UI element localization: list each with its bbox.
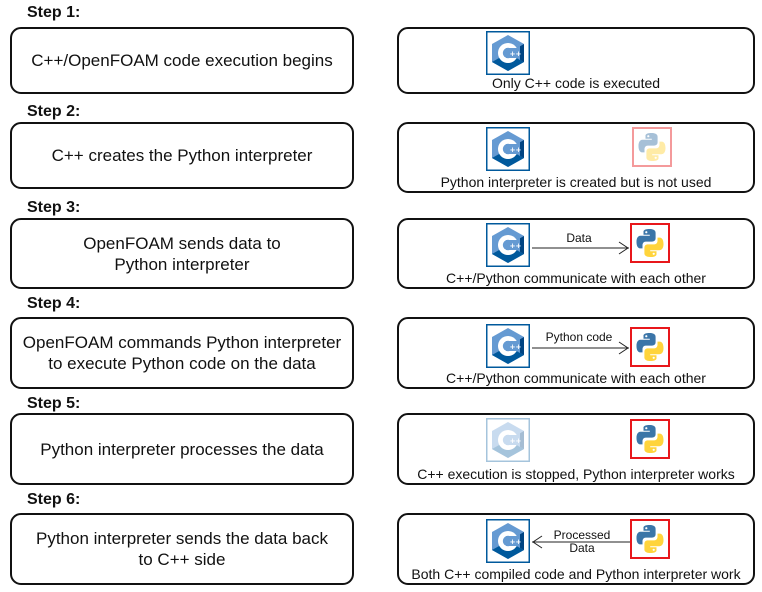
step-2-illustration-box: ++ Python interpreter is created but is … <box>397 122 755 193</box>
step-6-label: Step 6: <box>27 491 81 508</box>
step-3-caption: C++/Python communicate with each other <box>446 270 706 286</box>
step-4-arrow-label: Python code <box>545 330 613 344</box>
step-4-caption: C++/Python communicate with each other <box>446 370 706 386</box>
python-logo-icon <box>630 419 670 459</box>
step-3-description-line-1: OpenFOAM sends data to <box>83 233 281 253</box>
step-6-arrow-label-line-1: Processed <box>553 528 611 542</box>
arrow-right-icon <box>532 241 629 255</box>
step-2-description: C++ creates the Python interpreter <box>51 146 313 165</box>
step-6-illustration-box: ++ Processed Data Both C++ compiled code… <box>397 513 755 585</box>
step-5-caption: C++ execution is stopped, Python interpr… <box>417 466 735 482</box>
step-1-description-box: C++/OpenFOAM code execution begins <box>10 27 354 94</box>
step-6-description-line-2: to C++ side <box>138 550 226 569</box>
step-1-caption: Only C++ code is executed <box>491 75 661 91</box>
python-logo-icon <box>630 519 670 559</box>
step-5-label: Step 5: <box>27 395 81 412</box>
svg-text:++: ++ <box>510 538 522 546</box>
svg-text:++: ++ <box>510 437 522 445</box>
python-logo-icon <box>630 327 670 367</box>
step-6-arrow-label: Processed Data <box>537 529 627 555</box>
python-logo-icon <box>630 223 670 263</box>
step-5-illustration-box: ++ C++ execution is stopped, Python inte… <box>397 413 755 485</box>
step-1-description: C++/OpenFOAM code execution begins <box>31 51 333 70</box>
svg-text:++: ++ <box>510 343 522 351</box>
cpp-logo-icon-faded: ++ <box>486 418 530 462</box>
step-6-caption: Both C++ compiled code and Python interp… <box>411 566 741 582</box>
step-2-caption: Python interpreter is created but is not… <box>440 174 712 190</box>
svg-text:++: ++ <box>510 50 522 58</box>
step-6-arrow-label-line-2: Data <box>569 541 595 555</box>
cpp-logo-icon: ++ <box>486 324 530 368</box>
arrow-right-icon <box>532 341 629 355</box>
step-4-description-box: OpenFOAM commands Python interpreter to … <box>10 317 354 389</box>
step-3-label: Step 3: <box>27 199 81 216</box>
arrow-left-icon <box>532 535 631 549</box>
step-4-description-line-2: to execute Python code on the data <box>48 354 316 373</box>
svg-text:++: ++ <box>510 146 522 154</box>
step-5-description-box: Python interpreter processes the data <box>10 413 354 485</box>
step-3-illustration-box: ++ Data C++/Python communicate with each… <box>397 218 755 289</box>
step-6-description-box: Python interpreter sends the data back t… <box>10 513 354 585</box>
step-3-description-box: OpenFOAM sends data to Python interprete… <box>10 218 354 289</box>
step-1-label: Step 1: <box>27 4 81 21</box>
step-2-description-box: C++ creates the Python interpreter <box>10 122 354 189</box>
step-5-description: Python interpreter processes the data <box>40 439 324 459</box>
step-2-label: Step 2: <box>27 103 81 120</box>
step-3-description-line-2: Python interpreter <box>114 254 250 274</box>
cpp-logo-icon: ++ <box>486 127 530 171</box>
step-1-illustration-box: ++ Only C++ code is executed <box>397 27 755 94</box>
python-logo-icon-faded <box>632 127 672 167</box>
step-4-illustration-box: ++ Python code C++/Python communicate wi… <box>397 317 755 389</box>
cpp-logo-icon: ++ <box>486 519 530 563</box>
cpp-logo-icon: ++ <box>486 31 530 75</box>
svg-text:++: ++ <box>510 242 522 250</box>
step-4-description-line-1: OpenFOAM commands Python interpreter <box>22 333 342 352</box>
cpp-logo-icon: ++ <box>486 223 530 267</box>
step-6-description-line-1: Python interpreter sends the data back <box>35 529 328 548</box>
step-4-label: Step 4: <box>27 295 81 312</box>
step-3-arrow-label: Data <box>566 231 592 245</box>
